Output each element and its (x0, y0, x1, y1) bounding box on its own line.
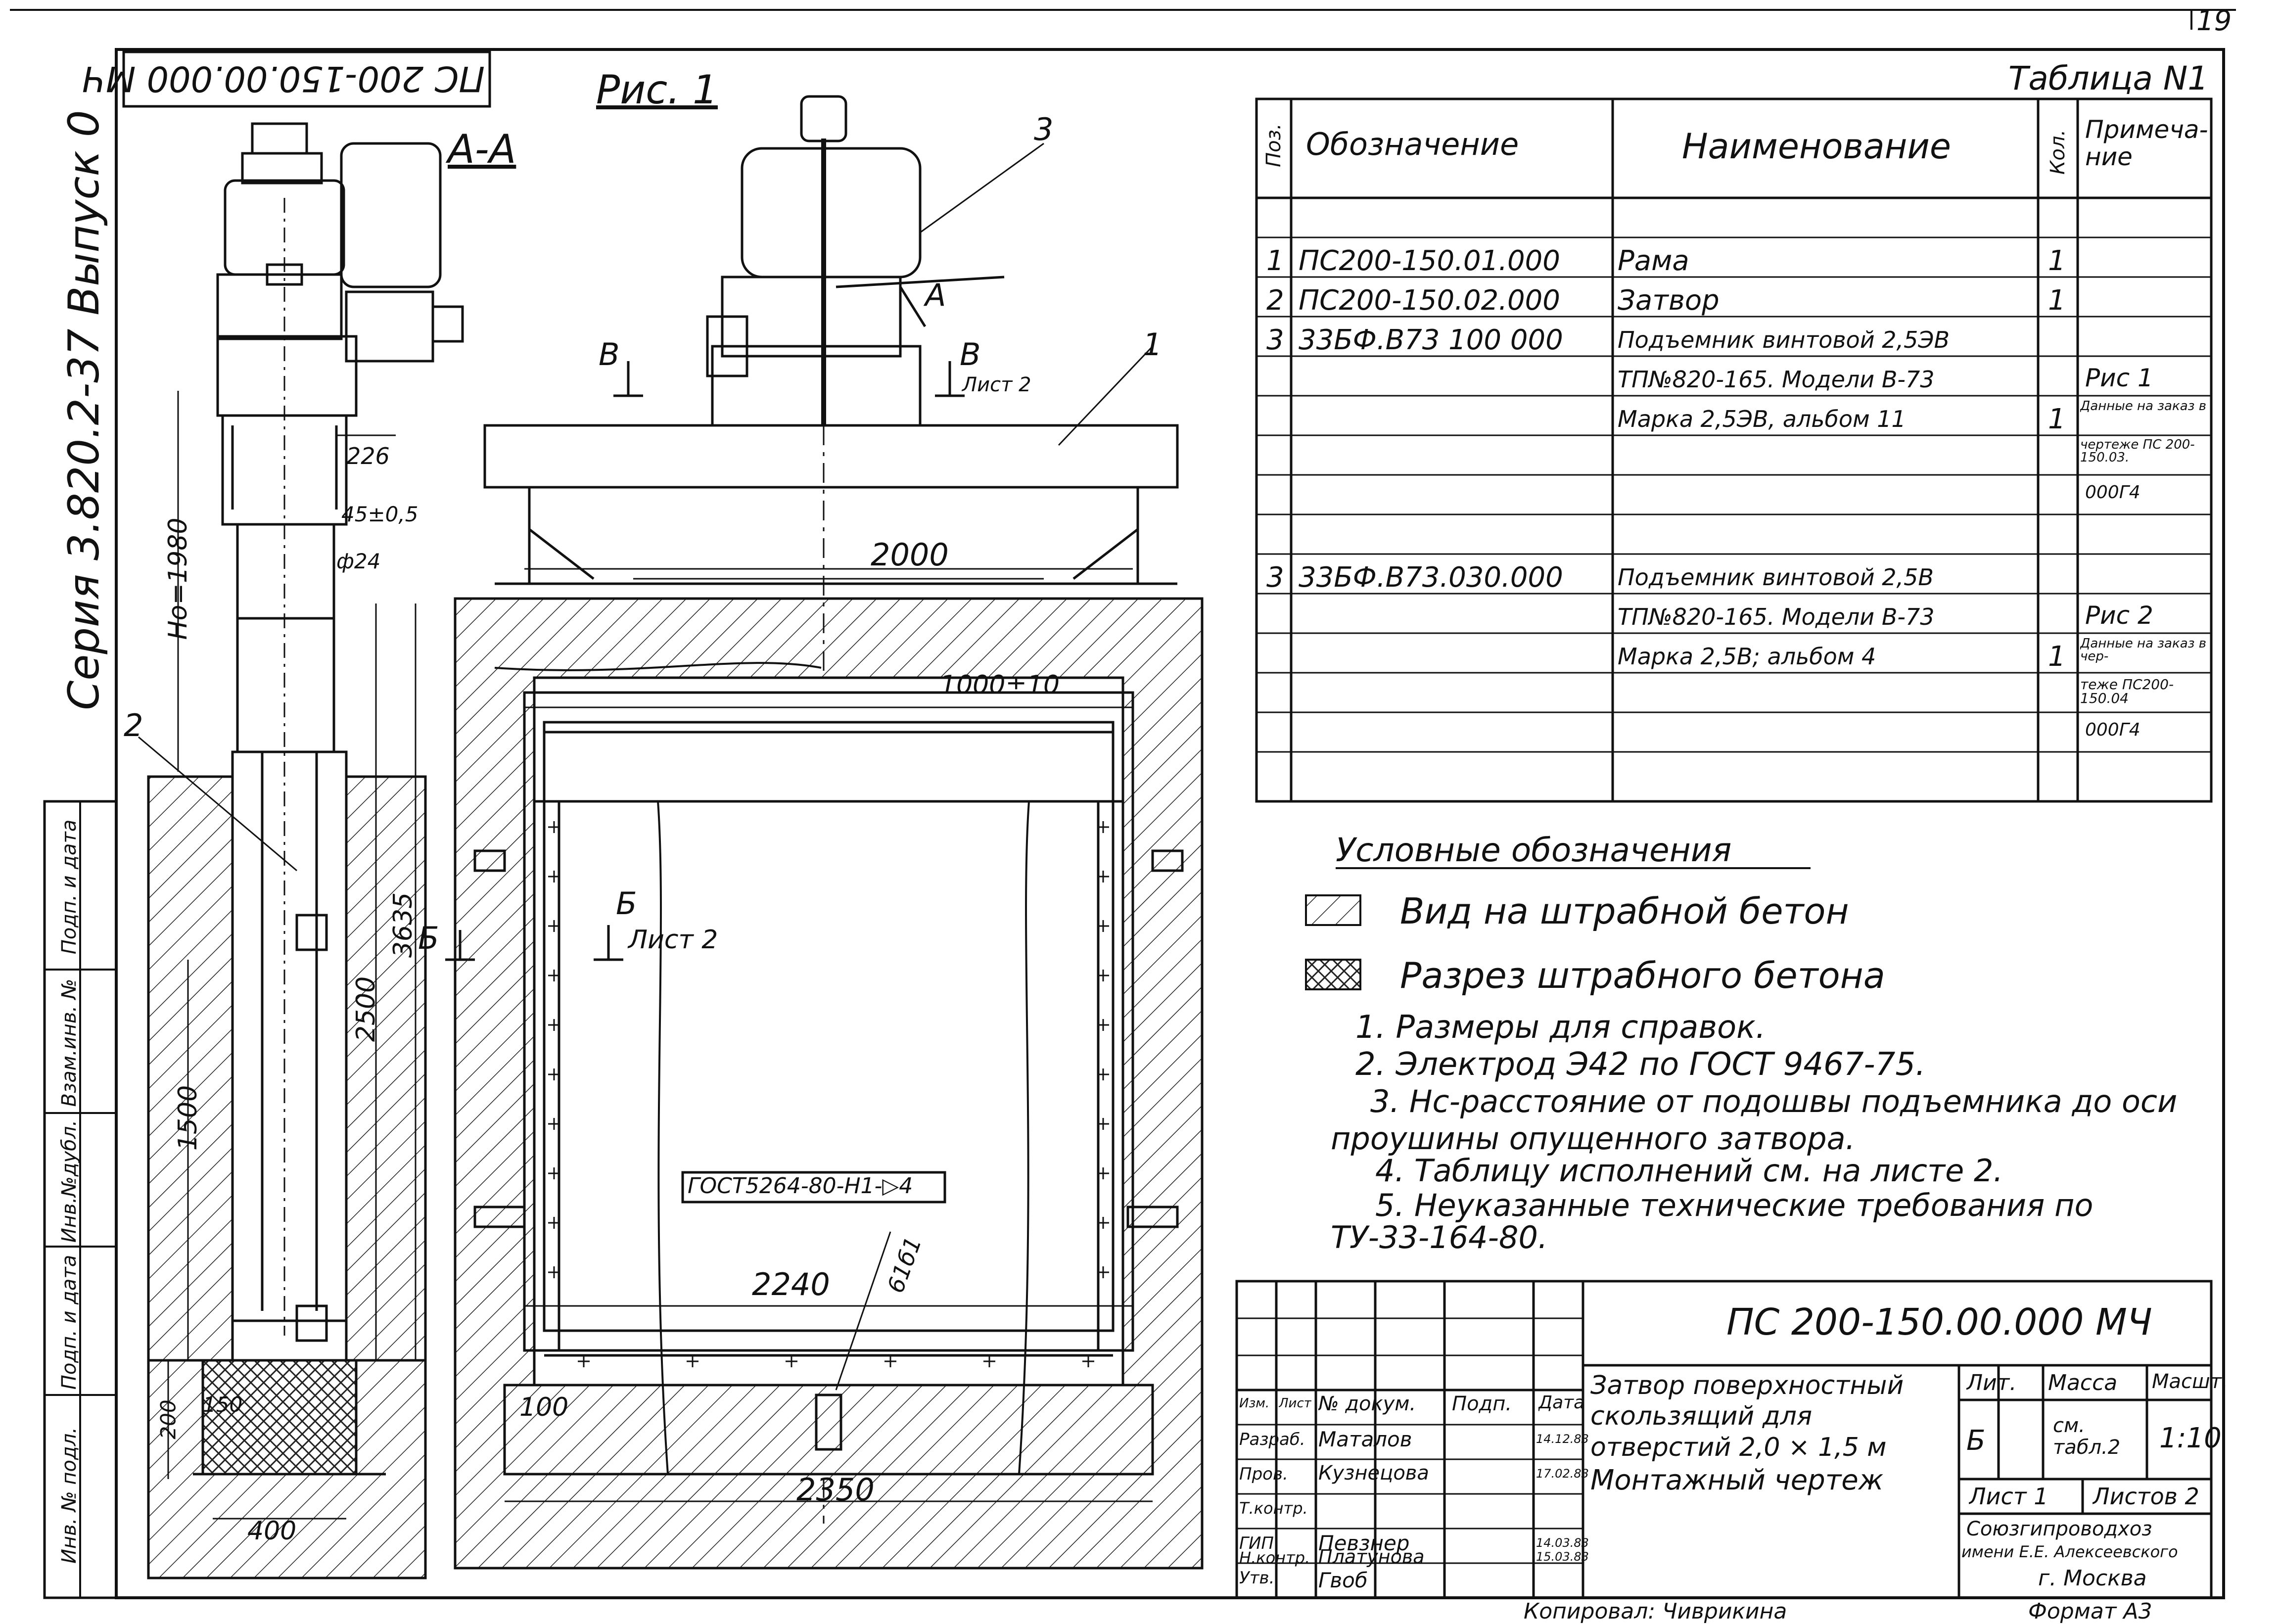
marker-a: А (925, 277, 946, 313)
callout-1: 1 (1143, 326, 1163, 363)
note-3-cont: проушины опущенного затвора. (1331, 1120, 1856, 1157)
table-title: Таблица N1 (2008, 59, 2209, 97)
note-4: 4. Таблицу исполнений см. на листе 2. (1375, 1153, 2003, 1189)
tb-org-1: Союзгипроводхоз (1966, 1518, 2152, 1540)
page-number: 19 (2196, 5, 2232, 37)
drawing-title: Затвор поверхностный скользящий для отве… (1590, 1371, 1904, 1462)
side-issue: Выпуск 0 (59, 110, 109, 316)
note-1: 1. Размеры для справок. (1355, 1009, 1766, 1046)
legend-item-view: Вид на штрабной бетон (1400, 890, 1849, 932)
figure-label: Рис. 1 (596, 67, 718, 113)
title-block-grid (1235, 1280, 2213, 1599)
tb-org-3: г. Москва (2038, 1566, 2147, 1591)
marker-v-left: В (599, 336, 620, 372)
table-header-designation: Обозначение (1306, 126, 1519, 162)
section-label: А-А (448, 126, 516, 172)
dim-226: 226 (346, 443, 390, 469)
tb-col-sign: Подп. (1452, 1392, 1512, 1415)
note-5-cont: ТУ-33-164-80. (1331, 1219, 1548, 1255)
dim-h0: Но=1980 (163, 517, 193, 640)
marker-b-low-sheet: Лист 2 (628, 925, 718, 955)
table-header-qty: Кол. (2047, 129, 2069, 175)
dim-3635: 3635 (388, 892, 418, 958)
dim-1500: 1500 (173, 1085, 203, 1151)
tb-col-change: Изм. (1239, 1396, 1270, 1411)
tb-col-date: Дата (1538, 1392, 1585, 1413)
legend-swatch-view (1305, 894, 1361, 926)
note-3: 3. Нс-расстояние от подошвы подъемника д… (1370, 1083, 2178, 1119)
tb-col-doc: № докум. (1318, 1392, 1416, 1415)
dim-150: 150 (203, 1392, 243, 1417)
tb-sheet: Лист 1 (1969, 1483, 2048, 1510)
tb-scale-label: Масшт. (2152, 1370, 2228, 1393)
dim-400: 400 (247, 1516, 297, 1546)
dim-2500: 2500 (351, 976, 381, 1042)
dim-24: ф24 (336, 549, 381, 573)
side-series: Серия 3.820.2-37 (59, 328, 109, 710)
dim-45: 45±0,5 (341, 502, 419, 526)
stamp-code-rotated: ПС 200-150.00.000 МЧ (82, 58, 485, 99)
table-header-note: Примеча-ние (2085, 116, 2208, 171)
marker-v-sheet: Лист 2 (962, 373, 1031, 396)
tb-lit-value: Б (1966, 1425, 1986, 1457)
table-header-name: Наименование (1682, 126, 1951, 167)
marker-v: В (960, 336, 981, 372)
marker-b-left: Б (418, 920, 439, 956)
note-5: 5. Неуказанные технические требования по (1375, 1187, 2094, 1223)
legend-item-section: Разрез штрабного бетона (1400, 955, 1885, 996)
marker-b-low: Б (616, 885, 637, 922)
note-2: 2. Электрод Э42 по ГОСТ 9467-75. (1355, 1046, 1926, 1083)
tb-mass-value: см. табл.2 (2053, 1415, 2121, 1458)
dim-2350: 2350 (796, 1472, 875, 1508)
dim-2000: 2000 (871, 537, 949, 573)
fig1-front-view (454, 95, 1204, 1570)
tb-scale-value: 1:10 (2159, 1422, 2222, 1454)
dim-2240: 2240 (752, 1266, 830, 1302)
callout-3: 3 (1034, 111, 1054, 147)
strip-label-orig-inv: Инв. № подл. (58, 1427, 81, 1564)
strip-label-sign-date-1: Подп. и дата (58, 819, 81, 955)
legend-swatch-section (1305, 959, 1361, 990)
copied-by: Копировал: Чиврикина (1524, 1599, 1787, 1624)
parts-table-grid (1255, 97, 2213, 803)
dim-200: 200 (156, 1399, 181, 1439)
strip-label-sign-date-2: Подп. и дата (58, 1254, 81, 1390)
tb-org-2: имени Е.Е. Алексеевского (1961, 1542, 2178, 1561)
section-a-a (138, 122, 475, 1579)
tb-col-sheet: Лист (1279, 1396, 1311, 1411)
legend-title: Условные обозначения (1336, 831, 1732, 869)
callout-2: 2 (124, 707, 143, 743)
drawing-code: ПС 200-150.00.000 МЧ (1726, 1301, 2152, 1344)
tb-lit-label: Лит. (1966, 1370, 2017, 1395)
sheet-format: Формат А3 (2028, 1599, 2152, 1624)
drawing-subtitle: Монтажный чертеж (1590, 1464, 1884, 1496)
weld-note: ГОСТ5264-80-Н1-▷4 (688, 1173, 913, 1199)
dim-1000: 1000±10 (940, 670, 1060, 700)
tb-mass-label: Масса (2048, 1370, 2118, 1395)
dim-100: 100 (519, 1392, 569, 1422)
tb-sheets: Листов 2 (2093, 1483, 2199, 1510)
table-header-pos: Поз. (1262, 123, 1285, 167)
